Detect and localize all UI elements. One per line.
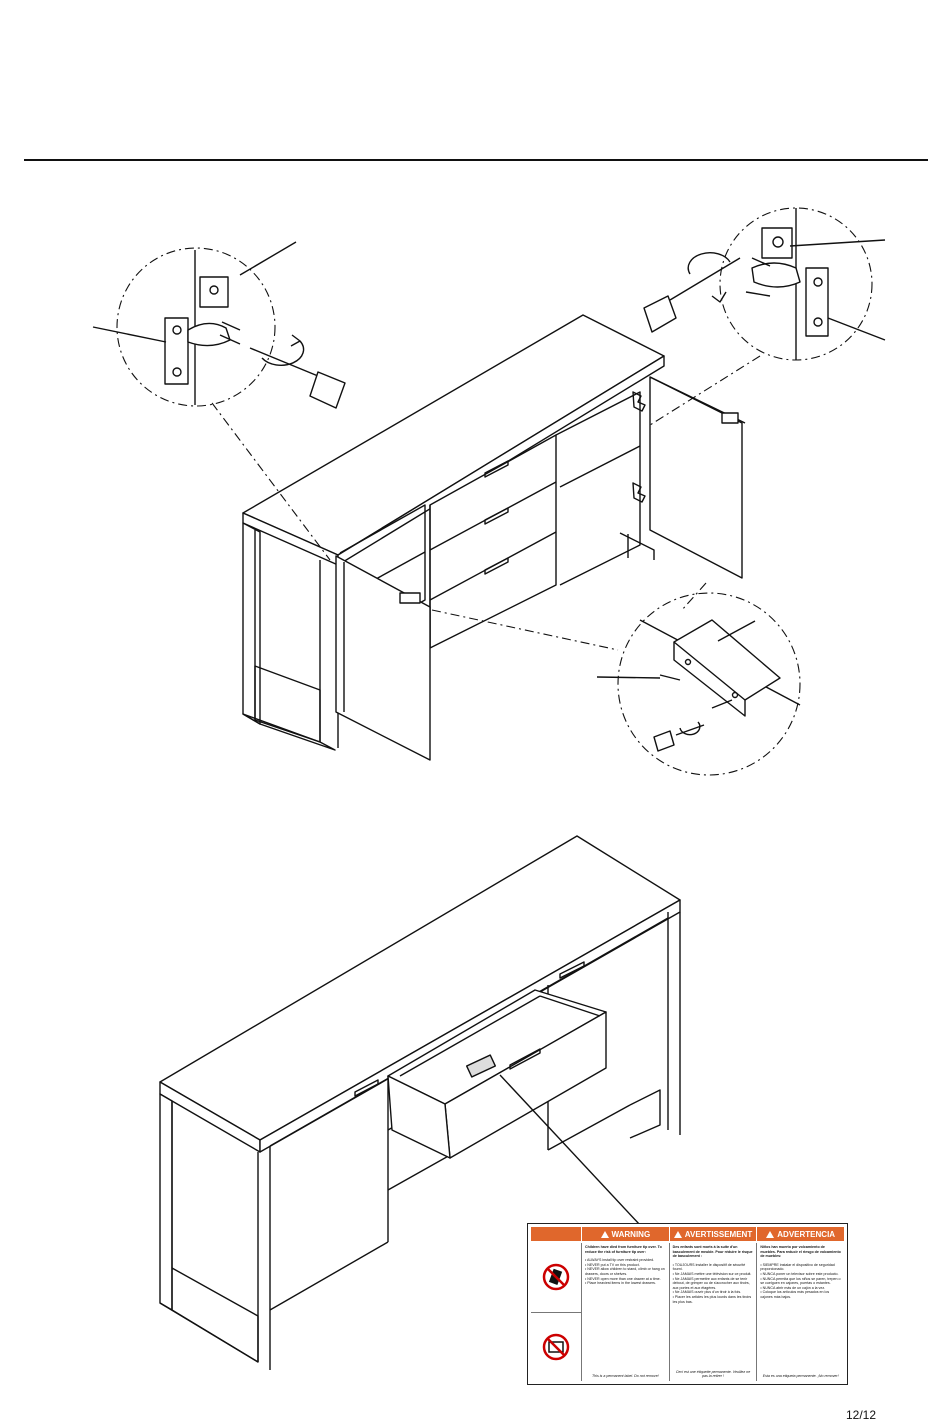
- page-number: 12/12: [846, 1408, 877, 1422]
- label-item: • TOUJOURS installer le dispositif de sé…: [672, 1262, 746, 1272]
- label-item: • SIEMPRE instalar el dispositivo de seg…: [760, 1262, 835, 1272]
- label-header-es: ADVERTENCIA: [756, 1227, 844, 1241]
- label-item: • NEVER open more than one drawer at a t…: [585, 1276, 661, 1281]
- label-item: • Coloque los artículos más pesados en l…: [760, 1290, 830, 1299]
- label-column-es: Niños han muerto por volcamiento de mueb…: [760, 1245, 841, 1379]
- label-item: • Ne JAMAIS mettre une télévision sur ce…: [672, 1271, 752, 1276]
- label-item: • NUNCA poner un televisor sobre este pr…: [760, 1271, 839, 1276]
- warning-triangle-icon: [600, 1230, 609, 1238]
- label-item: • NEVER allow children to stand, climb o…: [585, 1267, 665, 1276]
- tip-over-icon: [542, 1264, 570, 1291]
- label-items-fr: • TOUJOURS installer le dispositif de sé…: [673, 1263, 754, 1370]
- label-item: • ALWAYS install tip over restraint prov…: [585, 1258, 655, 1263]
- tv-prohibited-icon: [542, 1333, 570, 1360]
- figure-2-cabinet: [159, 835, 681, 1370]
- label-header-en: WARNING: [581, 1227, 669, 1241]
- label-item: • Placer les articles les plus lourds da…: [672, 1294, 752, 1304]
- label-item: • NUNCA abrir más de un cajón a la vez.: [760, 1285, 826, 1290]
- label-item: • Place heaviest items in the lowest dra…: [585, 1281, 656, 1286]
- header-rule: [24, 159, 928, 161]
- label-column-en: Children have died from furniture tip ov…: [582, 1243, 670, 1381]
- label-items-en: • ALWAYS install tip over restraint prov…: [585, 1258, 666, 1374]
- label-header-fr: AVERTISSEMENT: [668, 1227, 757, 1241]
- label-item: • NEVER put a TV on this product.: [585, 1262, 640, 1267]
- figure-1-cabinet: [92, 207, 886, 776]
- label-item: • Ne JAMAIS ouvrir plus d'un tiroir à la…: [672, 1290, 742, 1295]
- label-header: WARNING AVERTISSEMENT ADVERTENCIA: [531, 1227, 844, 1241]
- warning-triangle-icon: [673, 1230, 682, 1238]
- label-item: • NUNCA permita que los niños se paren, …: [760, 1276, 841, 1286]
- warning-triangle-icon: [766, 1230, 775, 1238]
- label-item: • Ne JAMAIS permettre aux enfants de se …: [672, 1276, 750, 1290]
- label-icons: [531, 1243, 582, 1381]
- label-column-fr: Des enfants sont morts à la suite d'un b…: [670, 1243, 758, 1381]
- label-items-es: • SIEMPRE instalar el dispositivo de seg…: [760, 1263, 841, 1375]
- tip-over-warning-label: WARNING AVERTISSEMENT ADVERTENCIA: [527, 1223, 848, 1385]
